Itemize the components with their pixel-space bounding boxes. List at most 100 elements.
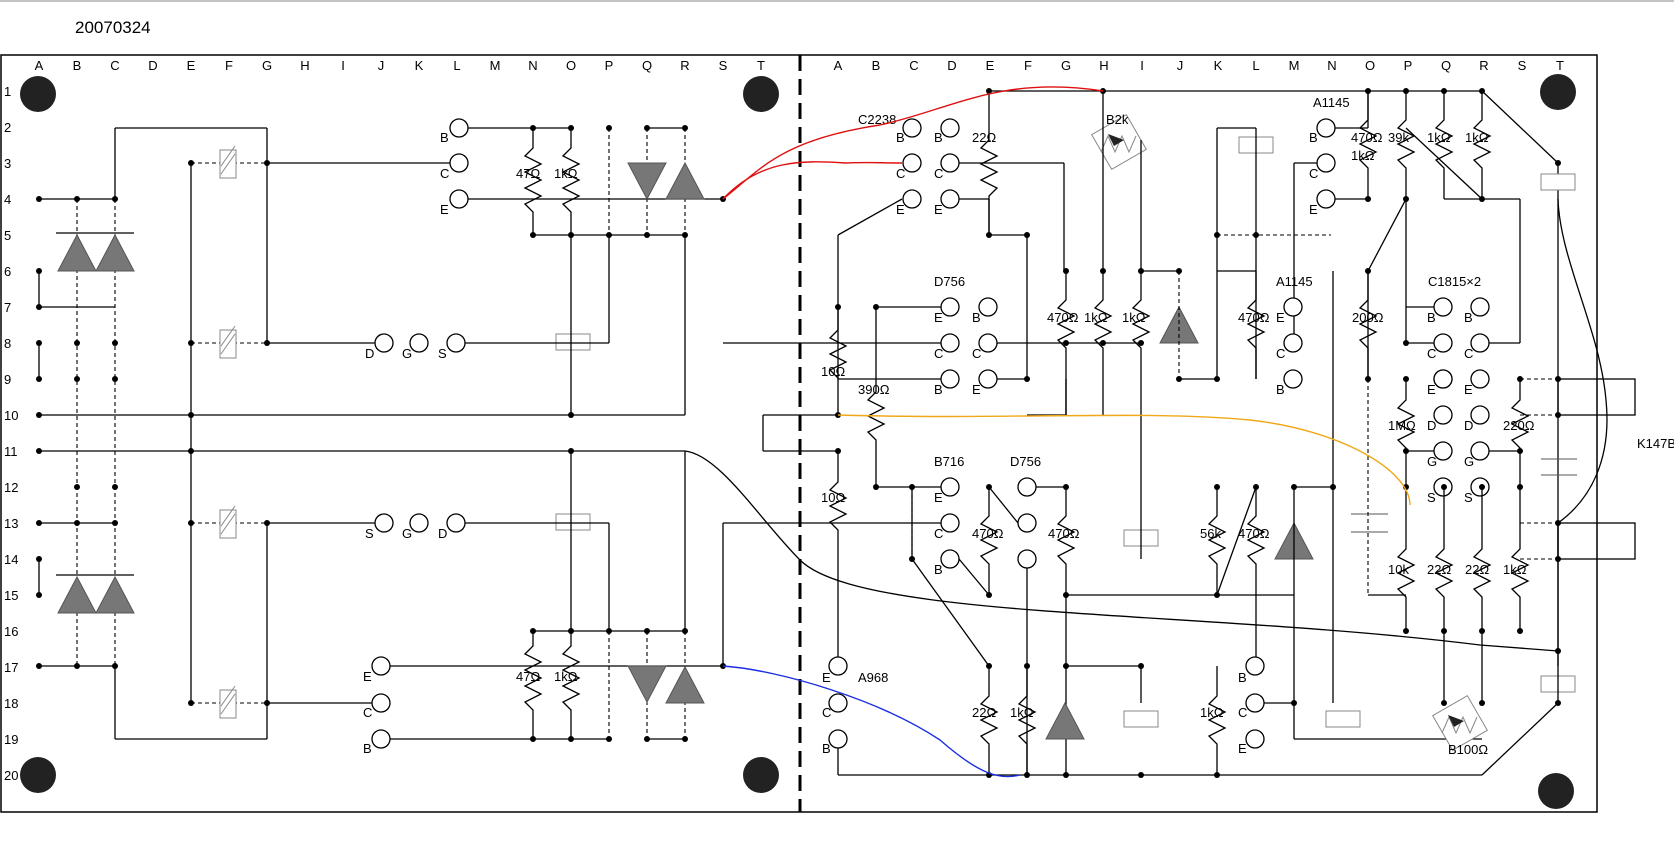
column-label: S (719, 58, 728, 73)
pin-label: E (822, 670, 831, 685)
pin-label: B (822, 741, 831, 756)
row-label: 6 (4, 264, 11, 279)
column-label: O (1365, 58, 1375, 73)
resistor-label: 10Ω (821, 364, 845, 379)
row-label: 19 (4, 732, 18, 747)
transistor-pad (978, 369, 998, 389)
row-label: 16 (4, 624, 18, 639)
pin-label: D (438, 526, 447, 541)
pin-label: C (1276, 346, 1285, 361)
row-label: 2 (4, 120, 11, 135)
mounting-holes (20, 74, 1576, 809)
component-label: D756 (934, 274, 965, 289)
jumper-wire-red (722, 161, 903, 200)
resistor (1434, 487, 1454, 703)
column-label: O (566, 58, 576, 73)
potentiometer-icon (1090, 113, 1148, 171)
column-label: F (225, 58, 233, 73)
pin-label: G (1464, 454, 1474, 469)
row-label: 13 (4, 516, 18, 531)
pin-label: E (934, 310, 943, 325)
resistor-label: 10k (1388, 562, 1409, 577)
pin-label: G (402, 526, 412, 541)
column-label: N (528, 58, 537, 73)
diode-icon (95, 575, 135, 614)
jumper-wire-orange (837, 414, 1411, 506)
transistor-pad (978, 297, 998, 317)
transistor-pad (1017, 477, 1037, 497)
pin-label: S (1464, 490, 1473, 505)
resistor-label: 1kΩ (1351, 148, 1375, 163)
row-label: 17 (4, 660, 18, 675)
row-label: 15 (4, 588, 18, 603)
pin-label: C (1464, 346, 1473, 361)
pin-label: S (365, 526, 374, 541)
resistor-label: 1kΩ (1010, 705, 1034, 720)
transistor-pad (1017, 549, 1037, 569)
pin-label: B (934, 382, 943, 397)
pin-label: D (1464, 418, 1473, 433)
resistor-label: 1kΩ (1084, 310, 1108, 325)
transistor-pad (371, 729, 391, 749)
diode-icon (57, 575, 97, 614)
fet-pad (374, 333, 394, 353)
transistor-pad (1245, 656, 1265, 676)
resistor (1207, 666, 1227, 775)
resistor (979, 666, 999, 775)
transistor-pad (449, 189, 469, 209)
column-label: M (490, 58, 501, 73)
pin-label: E (440, 202, 449, 217)
column-label: D (148, 58, 157, 73)
resistor-label: 22Ω (1465, 562, 1489, 577)
row-label: 14 (4, 552, 18, 567)
diode-icon (1045, 701, 1085, 740)
mounting-hole (1538, 773, 1574, 809)
column-label: T (757, 58, 765, 73)
junction-dots (835, 88, 1561, 778)
resistor (561, 631, 581, 739)
transistor-pad (828, 693, 848, 713)
column-label: C (110, 58, 119, 73)
row-label: 10 (4, 408, 18, 423)
component-label: A1145 (1276, 274, 1313, 289)
column-label: B (872, 58, 881, 73)
column-label: T (1556, 58, 1564, 73)
row-label: 3 (4, 156, 11, 171)
fet-pad (409, 513, 429, 533)
row-label: 4 (4, 192, 11, 207)
jumper-wire-red (722, 86, 1104, 200)
transistor-pad (940, 333, 960, 353)
transistor-pad (1470, 333, 1490, 353)
resistor-label: 390Ω (858, 382, 890, 397)
pin-label: E (363, 669, 372, 684)
transistor-pad (940, 297, 960, 317)
resistor-label: 1kΩ (554, 166, 578, 181)
column-label: M (1289, 58, 1300, 73)
column-label: L (453, 58, 460, 73)
resistor (1510, 379, 1530, 487)
transistor-pad (902, 118, 922, 138)
column-label: S (1518, 58, 1527, 73)
jfet-pad (1433, 405, 1453, 425)
pin-label: D (1427, 418, 1436, 433)
component-label: A968 (858, 670, 888, 685)
diode-icon (665, 161, 705, 200)
resistor-label: 1kΩ (1427, 130, 1451, 145)
transistor-pad (902, 189, 922, 209)
fet-pad (446, 513, 466, 533)
transistor-pad (828, 729, 848, 749)
resistor-label: 1MΩ (1388, 418, 1416, 433)
transistor-pad (940, 189, 960, 209)
row-label: 9 (4, 372, 11, 387)
row-label: 12 (4, 480, 18, 495)
fet-pad (446, 333, 466, 353)
jumper-wire-blue (722, 665, 1021, 778)
jfet-pad (1470, 405, 1490, 425)
column-label: R (1479, 58, 1488, 73)
resistor-label: 220Ω (1503, 418, 1535, 433)
relay-contact (1557, 378, 1636, 416)
jumper-wire-black (684, 450, 1559, 652)
potentiometer-icon (1431, 694, 1489, 752)
jumper-wire-black (1557, 198, 1608, 524)
pin-label: E (934, 490, 943, 505)
